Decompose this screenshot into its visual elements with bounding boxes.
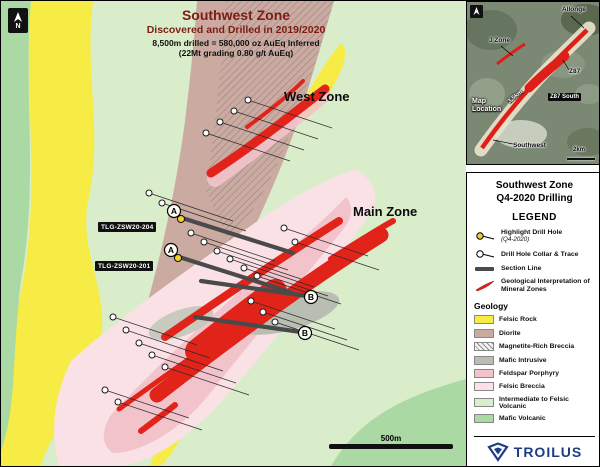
geology-row: Mafic Intrusive: [474, 355, 595, 365]
inset-label-z87: Z87: [569, 68, 581, 75]
troilus-logo-icon: [487, 442, 509, 462]
legend-panel: Southwest Zone Q4-2020 Drilling LEGEND H…: [466, 172, 599, 466]
swatch-feldspar-porphyry: [474, 368, 494, 378]
section-markers-layer: A A B B: [163, 203, 319, 341]
inset-mineral-trend: [474, 21, 596, 157]
north-label: N: [15, 22, 21, 30]
geology-map-svg: A A B B: [1, 1, 466, 466]
main-map: A A B B Southwest Zone Discovered and Dr…: [1, 1, 466, 466]
legend-item-label: Geological Interpretation of Mineral Zon…: [501, 278, 590, 293]
legend-item-mineral-zones: Geological Interpretation of Mineral Zon…: [474, 278, 595, 294]
geology-row: Felsic Rock: [474, 315, 595, 325]
section-lines-layer: [173, 214, 310, 335]
swatch-mafic-intrusive: [474, 355, 494, 365]
section-marker-b1: B: [308, 292, 314, 302]
swatch-mafic-volcanic: [474, 414, 494, 424]
zone-label-main: Main Zone: [353, 204, 418, 219]
north-arrow-icon: N: [8, 8, 28, 33]
swatch-felsic-rock: [474, 315, 494, 325]
geology-row: Felsic Breccia: [474, 382, 595, 392]
drill-hole-label-204: TLG-ZSW20-204: [98, 222, 157, 232]
legend-title-line1: Southwest Zone: [495, 180, 574, 191]
legend-item-collar-trace: Drill Hole Collar & Trace: [474, 249, 595, 260]
swatch-intermediate-felsic-volcanic: [474, 398, 494, 408]
legend-item-sublabel: (Q4-2020): [501, 236, 530, 244]
highlight-drill-hole-icon: [474, 231, 496, 242]
inset-label-z87-south: Z87 South: [548, 93, 582, 101]
drill-hole-label-201: TLG-ZSW20-201: [95, 261, 154, 271]
mineral-zones-layer: [116, 79, 396, 434]
geology-row: Magnetite-Rich Breccia: [474, 342, 595, 352]
section-marker-a2: A: [168, 245, 174, 255]
geology-heading: Geology: [474, 301, 509, 312]
inset-north-arrow-icon: [470, 5, 483, 18]
legend-item-label: Section Line: [501, 265, 542, 273]
inset-scale-bar: [567, 158, 595, 160]
scale-label: 500m: [380, 434, 402, 443]
inset-leader-lines: [492, 15, 585, 147]
geology-row: Diorite: [474, 328, 595, 338]
legend-heading: LEGEND: [512, 212, 557, 223]
troilus-logo-text: TROILUS: [513, 444, 583, 460]
inset-scale-label: 2km: [573, 147, 586, 153]
legend-item-section-line: Section Line: [474, 265, 595, 273]
inset-label-allonge: Allongé: [562, 6, 586, 13]
drill-collar-icon: [474, 249, 496, 260]
inset-map-svg: [467, 2, 599, 164]
legend-item-label: Drill Hole Collar & Trace: [501, 250, 579, 258]
inset-label-jzone: J Zone: [489, 37, 510, 44]
inset-location-map: Allongé J Zone Z87 Z87 South Map Locatio…: [466, 1, 599, 165]
company-logo: TROILUS: [474, 436, 595, 462]
geology-row: Mafic Volcanic: [474, 414, 595, 424]
section-marker-a1: A: [171, 206, 177, 216]
swatch-magnetite-breccia: [474, 342, 494, 352]
scale-bar-rule: [329, 444, 453, 449]
north-arrow-glyph: [14, 11, 22, 22]
legend-item-highlight-hole: Highlight Drill Hole (Q4-2020): [474, 229, 595, 245]
inset-label-map-location: Map Location: [472, 98, 502, 114]
swatch-felsic-breccia: [474, 382, 494, 392]
section-line-icon: [474, 265, 496, 273]
inset-label-southwest: Southwest: [513, 142, 546, 149]
legend-item-label: Highlight Drill Hole: [501, 228, 563, 236]
legend-title-line2: Q4-2020 Drilling: [496, 192, 573, 204]
swatch-diorite: [474, 328, 494, 338]
zone-label-west: West Zone: [284, 89, 350, 104]
mineral-zone-icon: [474, 280, 496, 292]
section-marker-b2: B: [302, 328, 308, 338]
geology-row: Intermediate to Felsic Volcanic: [474, 396, 595, 410]
map-scale-bar: 500m: [329, 434, 453, 449]
geology-row: Feldspar Porphyry: [474, 368, 595, 378]
